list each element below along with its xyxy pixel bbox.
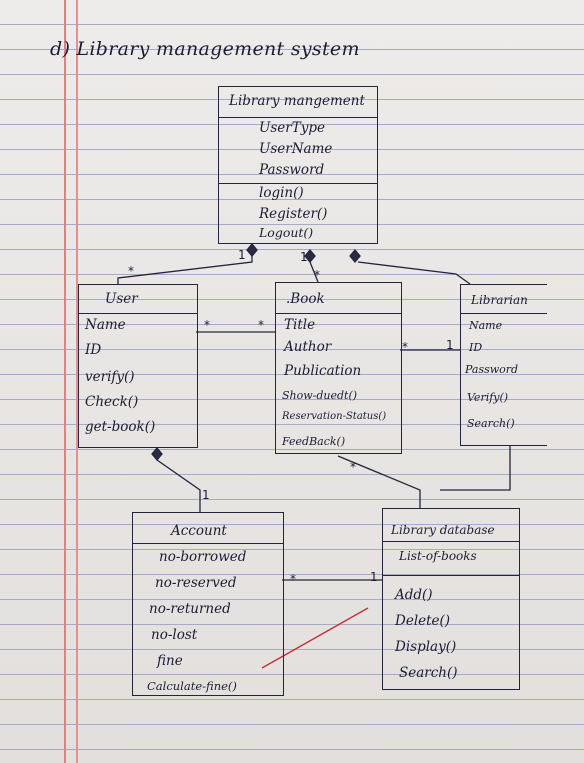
class-name: .Book (286, 291, 325, 307)
multiplicity-label: * (258, 318, 264, 332)
class-divider (133, 543, 283, 544)
method: login() (259, 185, 304, 201)
multiplicity-label: * (290, 572, 296, 586)
attribute: Author (284, 339, 332, 355)
multiplicity-label: * (204, 318, 210, 332)
class-name: Library database (391, 523, 495, 537)
multiplicity-label: 1 (238, 248, 246, 262)
method: Search() (399, 665, 458, 681)
method: Display() (395, 639, 457, 655)
method: Register() (259, 206, 328, 222)
attribute: fine (157, 653, 183, 669)
multiplicity-label: * (402, 340, 408, 354)
association-line (337, 455, 421, 508)
multiplicity-label: 1 (370, 570, 378, 584)
attribute: no-lost (151, 627, 198, 643)
multiplicity-label: 1 (202, 488, 210, 502)
class-divider (383, 575, 519, 576)
method: verify() (85, 369, 135, 385)
class-name: User (105, 291, 138, 307)
red-stroke (261, 607, 369, 669)
attribute: List-of-books (399, 549, 477, 563)
attribute: Name (85, 317, 126, 333)
association-line (117, 252, 253, 284)
class-book: .Book Title Author Publication Show-dued… (275, 282, 402, 454)
attribute: UserName (259, 141, 333, 157)
attribute: Password (465, 363, 519, 376)
class-user: User Name ID verify() Check() get-book() (78, 284, 198, 448)
method: Logout() (259, 225, 314, 240)
class-librarian: Librarian Name ID Password Verify() Sear… (460, 284, 547, 446)
multiplicity-label: 1 (300, 250, 308, 264)
attribute: ID (85, 342, 102, 358)
association-line (309, 261, 319, 283)
method: Delete() (395, 613, 451, 629)
class-divider (219, 183, 377, 184)
attribute: no-borrowed (159, 549, 247, 565)
multiplicity-label: * (128, 264, 134, 278)
aggregation-diamond (349, 248, 361, 264)
attribute: Publication (284, 363, 362, 379)
method: FeedBack() (282, 435, 346, 448)
attribute: Title (284, 317, 316, 333)
multiplicity-label: * (314, 268, 320, 282)
method: Calculate-fine() (147, 679, 237, 693)
aggregation-diamond (246, 242, 258, 258)
attribute: no-reserved (155, 575, 237, 591)
class-account: Account no-borrowed no-reserved no-retur… (132, 512, 284, 696)
page-title: d) Library management system (50, 38, 360, 60)
attribute: Password (259, 162, 325, 178)
margin-line (76, 0, 78, 763)
class-divider (276, 313, 401, 314)
attribute: Name (469, 319, 503, 332)
multiplicity-label: 1 (446, 338, 454, 352)
class-name: Account (171, 523, 227, 539)
method: Verify() (467, 391, 509, 404)
attribute: no-returned (149, 601, 231, 617)
class-library-database: Library database List-of-books Add() Del… (382, 508, 520, 690)
association-line (156, 459, 201, 512)
method: Show-duedt() (282, 389, 358, 402)
association-line (357, 261, 471, 285)
multiplicity-label: * (350, 460, 356, 474)
class-name: Library mangement (229, 93, 365, 109)
method: Add() (395, 587, 433, 603)
method: Search() (467, 417, 515, 430)
attribute: UserType (259, 120, 326, 136)
method: get-book() (85, 419, 156, 435)
attribute: ID (469, 341, 483, 354)
class-divider (219, 117, 377, 118)
class-divider (383, 541, 519, 542)
class-divider (79, 313, 197, 314)
method: Reservation-Status() (282, 411, 387, 422)
method: Check() (85, 394, 139, 410)
class-name: Librarian (471, 293, 528, 307)
class-library-management: Library mangement UserType UserName Pass… (218, 86, 378, 244)
class-divider (461, 313, 547, 314)
aggregation-diamond (151, 446, 163, 462)
association-line (440, 446, 511, 491)
aggregation-diamond (304, 248, 316, 264)
margin-line (64, 0, 66, 763)
